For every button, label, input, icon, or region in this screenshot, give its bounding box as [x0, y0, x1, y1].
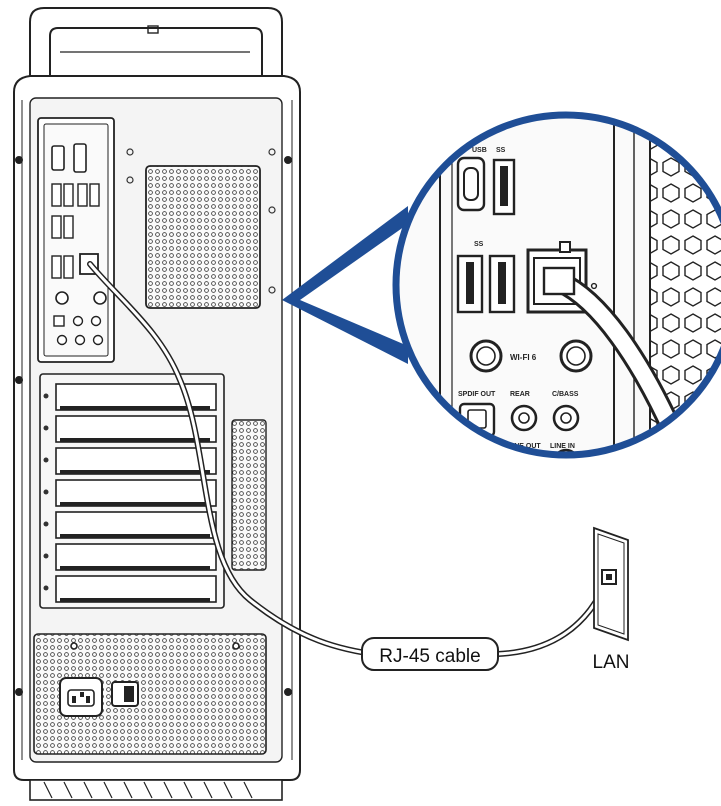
zoom-label-cbass: C/BASS	[552, 391, 579, 398]
svg-text:USB: USB	[472, 147, 487, 154]
power-supply	[33, 633, 267, 755]
svg-text:SS: SS	[474, 241, 484, 248]
vent-screws	[126, 148, 276, 294]
zoom-label-linein: LINE IN	[550, 443, 575, 450]
top-vent-grille	[145, 165, 261, 309]
ethernet-wall-jack-icon	[593, 526, 629, 642]
cable-label: RJ-45 cable	[361, 637, 499, 671]
svg-text:SS: SS	[496, 147, 506, 154]
zoom-inset: USB SS SS SPDIF O	[392, 111, 721, 459]
zoom-label-spdif: SPDIF OUT	[458, 391, 496, 398]
cable-label-text: RJ-45 cable	[379, 646, 480, 667]
side-vent-column	[231, 419, 267, 571]
lan-label: LAN	[593, 652, 630, 673]
zoom-label-wifi: WI-FI 6	[510, 353, 537, 362]
zoom-label-rear: REAR	[510, 391, 530, 398]
expansion-slots	[39, 373, 225, 609]
rear-io-panel	[37, 117, 115, 363]
